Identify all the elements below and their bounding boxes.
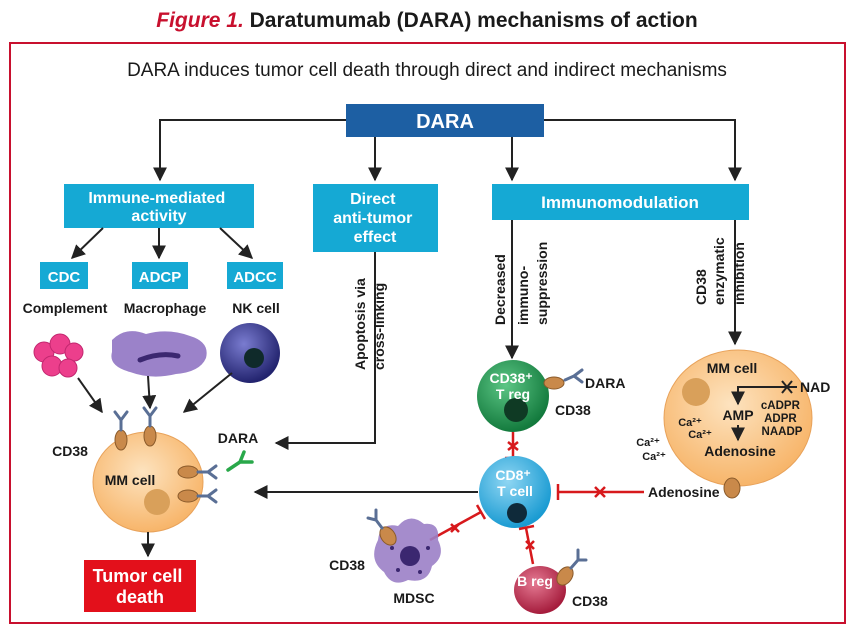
macrophage-icon bbox=[111, 331, 207, 377]
treg-dara-label: DARA bbox=[585, 375, 625, 391]
tcell-line-1: CD8⁺ bbox=[495, 467, 530, 483]
breg-label: B reg bbox=[517, 573, 553, 589]
immunomodulation-label: Immunomodulation bbox=[541, 193, 699, 212]
adcc-label: ADCC bbox=[233, 269, 276, 286]
tcell-label: CD8⁺ T cell bbox=[495, 467, 534, 499]
immunosuppression-label: immuno- suppression bbox=[515, 242, 550, 325]
figure-subtitle: DARA induces tumor cell death through di… bbox=[127, 60, 727, 81]
mdsc-cd38-icon bbox=[366, 508, 397, 546]
decreased-label: Decreased bbox=[492, 254, 508, 325]
ca-inner-2: Ca²⁺ bbox=[688, 429, 712, 441]
treg-cd38-icon bbox=[543, 368, 584, 390]
complement-label: Complement bbox=[23, 300, 108, 316]
effector-arrows bbox=[77, 372, 233, 414]
apoptosis-line-2: cross-linking bbox=[371, 283, 387, 370]
dara-connectors bbox=[153, 119, 742, 182]
cdc-box bbox=[40, 262, 88, 289]
breg-cd38-label: CD38 bbox=[572, 593, 608, 609]
adenosine-inhibition-icon bbox=[556, 484, 644, 500]
dara-label-left: DARA bbox=[218, 430, 258, 446]
cd8-t-cell bbox=[479, 456, 551, 528]
direct-line-2: anti-tumor bbox=[333, 210, 412, 227]
immune-mediated-label: Immune-mediated activity bbox=[88, 190, 229, 225]
cd38-enz-line-1: CD38 bbox=[693, 269, 709, 305]
tumor-death-label: Tumor cell death bbox=[93, 566, 188, 607]
mm-cell-right-label: MM cell bbox=[707, 360, 758, 376]
product-2: ADPR bbox=[764, 413, 797, 425]
direct-line-1: Direct bbox=[350, 191, 396, 208]
immuno-line-1: immuno- bbox=[515, 266, 531, 325]
cd38-enz-line-3: inhibition bbox=[731, 242, 747, 305]
product-3: NAADP bbox=[762, 426, 803, 438]
nad-label: NAD bbox=[800, 379, 830, 395]
mdsc-inhibition-icon bbox=[429, 504, 487, 542]
treg-inhibition-icon bbox=[505, 432, 521, 460]
figure-frame bbox=[9, 42, 846, 624]
breg-cell bbox=[514, 566, 566, 614]
ca-inner-1: Ca²⁺ bbox=[678, 417, 702, 429]
treg-cell bbox=[477, 360, 549, 432]
treg-label: CD38⁺ T reg bbox=[489, 370, 536, 402]
cd38-label-left: CD38 bbox=[52, 443, 88, 459]
mm-cell-left-label: MM cell bbox=[105, 472, 156, 488]
tcell-line-2: T cell bbox=[497, 483, 533, 499]
ca-outer-2: Ca²⁺ bbox=[642, 451, 666, 463]
apoptosis-label: Apoptosis via cross-linking bbox=[352, 274, 387, 370]
immune-sub-arrows bbox=[70, 227, 254, 260]
treg-line-1: CD38⁺ bbox=[489, 370, 532, 386]
dara-box bbox=[346, 104, 544, 137]
figure-title: Figure 1. Daratumumab (DARA) mechanisms … bbox=[156, 9, 697, 32]
treg-line-2: T reg bbox=[496, 386, 530, 402]
ca-outer-1: Ca²⁺ bbox=[636, 437, 660, 449]
figure-label: Figure 1. bbox=[156, 9, 244, 32]
products-label: cADPR ADPR NAADP bbox=[761, 400, 803, 438]
mdsc-cd38-label: CD38 bbox=[329, 557, 365, 573]
dara-antibody-bound-icon bbox=[113, 406, 218, 504]
apoptosis-arrow bbox=[274, 252, 376, 450]
nk-cell-label: NK cell bbox=[232, 300, 279, 316]
mdsc-label: MDSC bbox=[393, 590, 434, 606]
immunomodulation-box bbox=[492, 184, 749, 220]
figure-title-text: Daratumumab (DARA) mechanisms of action bbox=[250, 9, 698, 32]
amp-label: AMP bbox=[722, 407, 753, 423]
adcp-box bbox=[132, 262, 188, 289]
breg-cd38-icon bbox=[556, 548, 588, 586]
dara-box-label: DARA bbox=[416, 111, 474, 133]
immuno-line-2: suppression bbox=[534, 242, 550, 325]
cdc-label: CDC bbox=[48, 269, 81, 286]
direct-effect-label: Direct anti-tumor effect bbox=[333, 191, 417, 246]
adenosine-label: Adenosine bbox=[648, 484, 720, 500]
adcc-box bbox=[227, 262, 283, 289]
nad-blocked-icon bbox=[731, 380, 797, 406]
complement-icon bbox=[33, 333, 84, 378]
direct-effect-box bbox=[313, 184, 438, 252]
immune-line-1: Immune-mediated bbox=[88, 190, 225, 207]
adenosine-inner-label: Adenosine bbox=[704, 443, 776, 459]
mm-cell-right bbox=[663, 349, 813, 499]
dara-free-antibody-icon bbox=[226, 450, 254, 472]
treg-cd38-label: CD38 bbox=[555, 402, 591, 418]
apoptosis-line-1: Apoptosis via bbox=[352, 278, 368, 370]
adcp-label: ADCP bbox=[139, 269, 182, 286]
breg-inhibition-icon bbox=[518, 524, 535, 565]
nk-cell-icon bbox=[220, 323, 280, 383]
death-line-1: Tumor cell bbox=[93, 566, 183, 586]
immune-line-2: activity bbox=[131, 208, 186, 225]
direct-line-3: effect bbox=[354, 229, 397, 246]
cd38-enz-line-2: enzymatic bbox=[711, 237, 727, 305]
immune-mediated-box bbox=[64, 184, 254, 228]
death-line-2: death bbox=[116, 587, 164, 607]
macrophage-label: Macrophage bbox=[124, 300, 207, 316]
tumor-death-box bbox=[84, 560, 196, 612]
product-1: cADPR bbox=[761, 400, 801, 412]
enzymatic-inhibition-label: CD38 enzymatic inhibition bbox=[693, 233, 747, 305]
cd38-receptor-icon bbox=[114, 425, 199, 503]
